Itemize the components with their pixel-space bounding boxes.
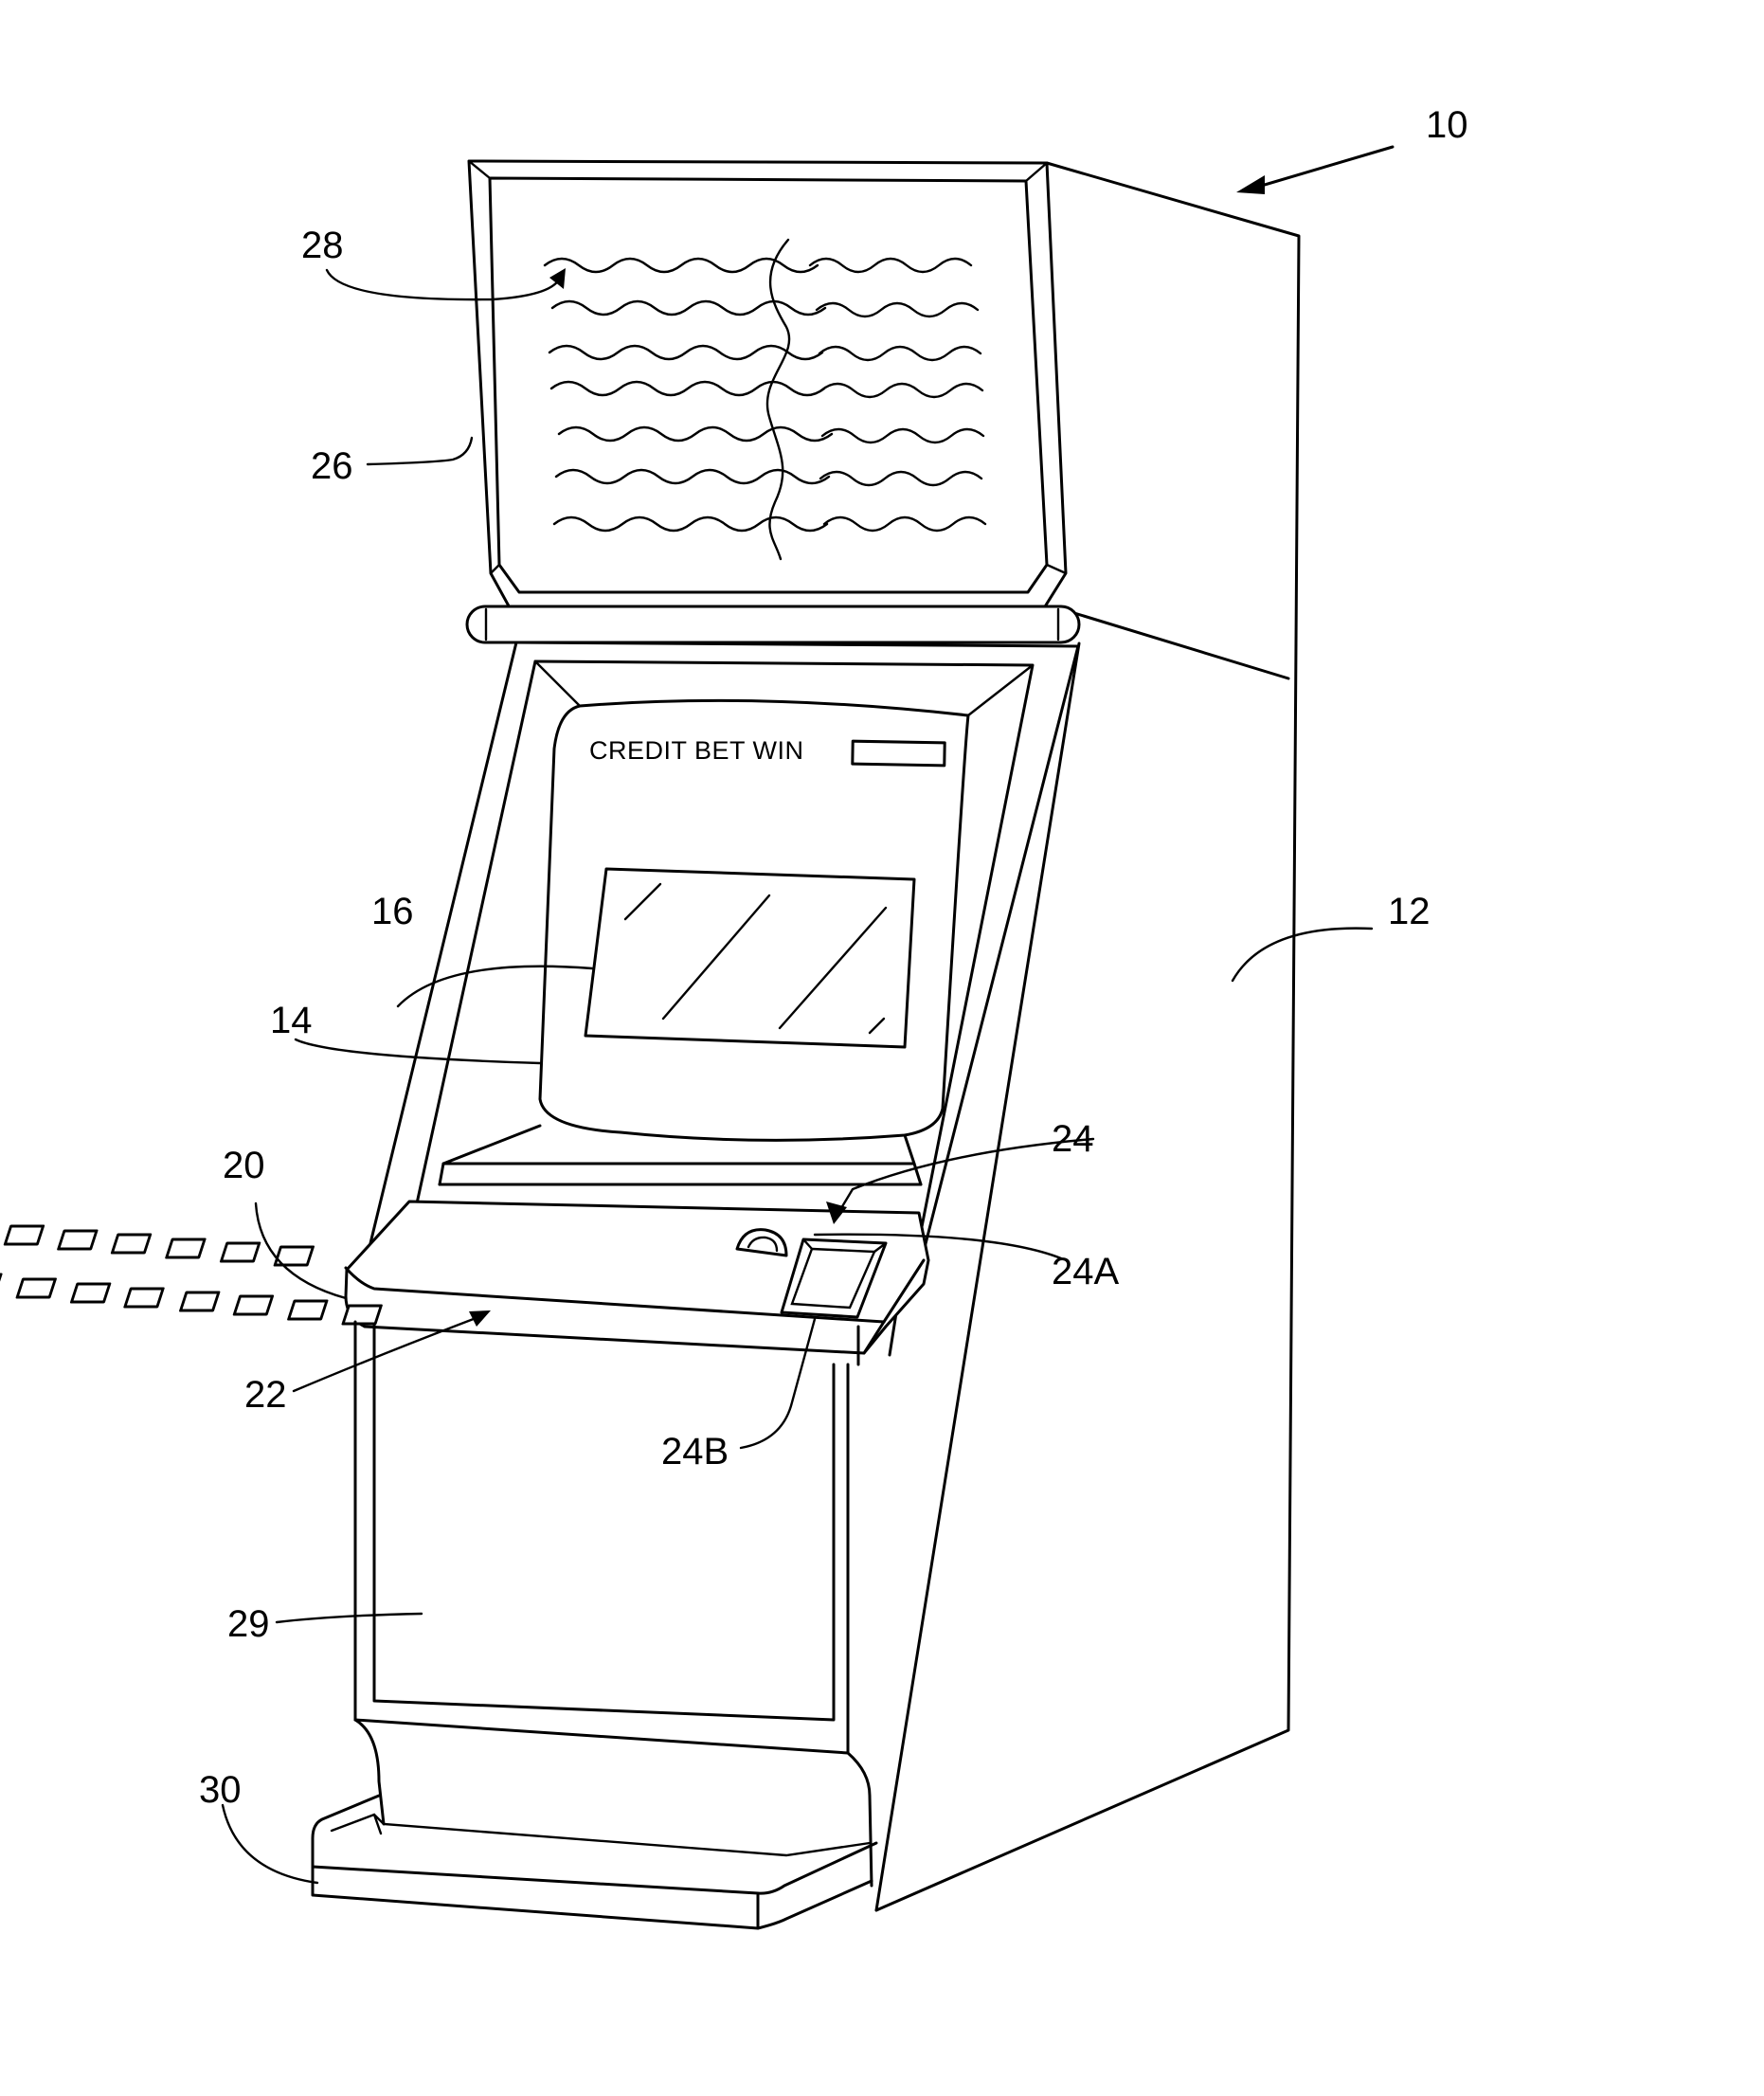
button-row-bottom [0, 1274, 381, 1324]
primary-display [585, 869, 914, 1047]
button-deck [346, 1202, 928, 1364]
ref-22: 22 [244, 1374, 287, 1416]
ref-10: 10 [1426, 104, 1468, 146]
ref-16: 16 [371, 891, 414, 932]
lower-cabinet [355, 1322, 848, 1753]
ref-24b: 24B [661, 1431, 729, 1473]
ref-20: 20 [223, 1145, 265, 1186]
ref-24a: 24A [1052, 1251, 1119, 1292]
light-bar [467, 606, 1079, 642]
monitor [440, 700, 968, 1184]
base-tray [313, 1720, 876, 1928]
credit-bet-win-label: CREDIT BET WIN [589, 736, 804, 765]
ref-26: 26 [311, 445, 353, 487]
ref-14: 14 [270, 1000, 313, 1041]
ref-28: 28 [301, 225, 344, 266]
ref-30: 30 [199, 1769, 242, 1811]
ref-24: 24 [1052, 1118, 1094, 1160]
ref-29: 29 [227, 1603, 270, 1645]
buttons [0, 1226, 381, 1324]
ref-12: 12 [1388, 891, 1431, 932]
